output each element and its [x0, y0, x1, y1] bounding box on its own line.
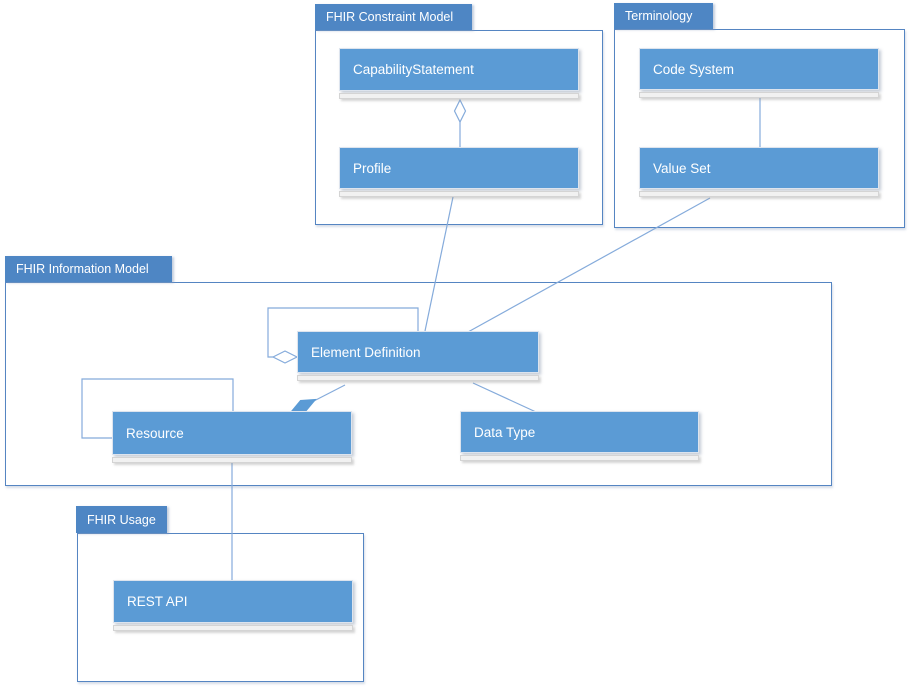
- package-label: Terminology: [625, 9, 693, 23]
- class-box-title-bar: Resource: [112, 411, 352, 455]
- package-tab-fhir-constraint-model: FHIR Constraint Model: [315, 4, 472, 30]
- class-label: Value Set: [653, 160, 711, 176]
- class-box-title-bar: Data Type: [460, 411, 699, 453]
- class-box-compartment: [460, 455, 699, 461]
- class-box-title-bar: REST API: [113, 580, 353, 623]
- class-box-title-bar: Element Definition: [297, 331, 539, 373]
- class-box-compartment: [339, 93, 579, 99]
- class-label: Code System: [653, 61, 735, 77]
- package-label: FHIR Usage: [87, 512, 156, 527]
- class-box-value-set: Value Set: [639, 147, 879, 197]
- class-box-title-bar: Value Set: [639, 147, 879, 189]
- class-box-compartment: [339, 191, 579, 197]
- package-label: FHIR Constraint Model: [326, 10, 454, 24]
- class-box-code-system: Code System: [639, 48, 879, 98]
- class-box-title-bar: Code System: [639, 48, 879, 90]
- class-box-compartment: [639, 191, 879, 197]
- class-box-compartment: [297, 375, 539, 381]
- class-box-rest-api: REST API: [113, 580, 353, 631]
- class-box-title-bar: Profile: [339, 147, 579, 189]
- class-box-compartment: [112, 457, 352, 463]
- class-label: CapabilityStatement: [353, 62, 474, 77]
- class-box-compartment: [639, 92, 879, 98]
- class-box-profile: Profile: [339, 147, 579, 197]
- class-label: REST API: [127, 594, 188, 609]
- package-tab-fhir-information-model: FHIR Information Model: [5, 256, 172, 282]
- class-label: Element Definition: [311, 344, 421, 360]
- class-label: Profile: [353, 160, 392, 176]
- class-box-resource: Resource: [112, 411, 352, 463]
- class-box-data-type: Data Type: [460, 411, 699, 461]
- class-box-element-definition: Element Definition: [297, 331, 539, 381]
- package-label: FHIR Information Model: [16, 262, 149, 276]
- class-label: Resource: [126, 425, 184, 441]
- class-box-title-bar: CapabilityStatement: [339, 48, 579, 91]
- class-box-capability-statement: CapabilityStatement: [339, 48, 579, 99]
- package-tab-fhir-usage: FHIR Usage: [76, 506, 167, 533]
- class-box-compartment: [113, 625, 353, 631]
- package-tab-terminology: Terminology: [614, 3, 713, 29]
- class-label: Data Type: [474, 424, 536, 440]
